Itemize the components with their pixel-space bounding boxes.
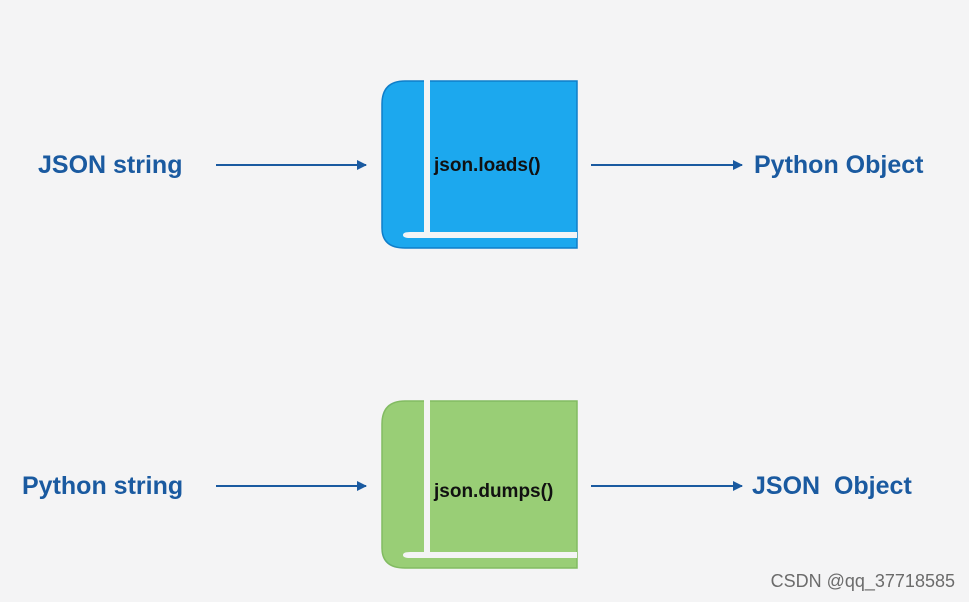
input-label-json-string: JSON string: [38, 151, 183, 179]
book-icon-loads: [381, 80, 578, 249]
output-label-python-object: Python Object: [754, 151, 924, 179]
function-label-dumps: json.dumps(): [434, 481, 554, 502]
function-label-loads: json.loads(): [434, 155, 541, 176]
output-label-json-object: JSON Object: [752, 472, 912, 500]
input-label-python-string: Python string: [22, 472, 184, 500]
watermark: CSDN @qq_37718585: [770, 571, 955, 591]
book-icon-dumps: [381, 400, 578, 569]
